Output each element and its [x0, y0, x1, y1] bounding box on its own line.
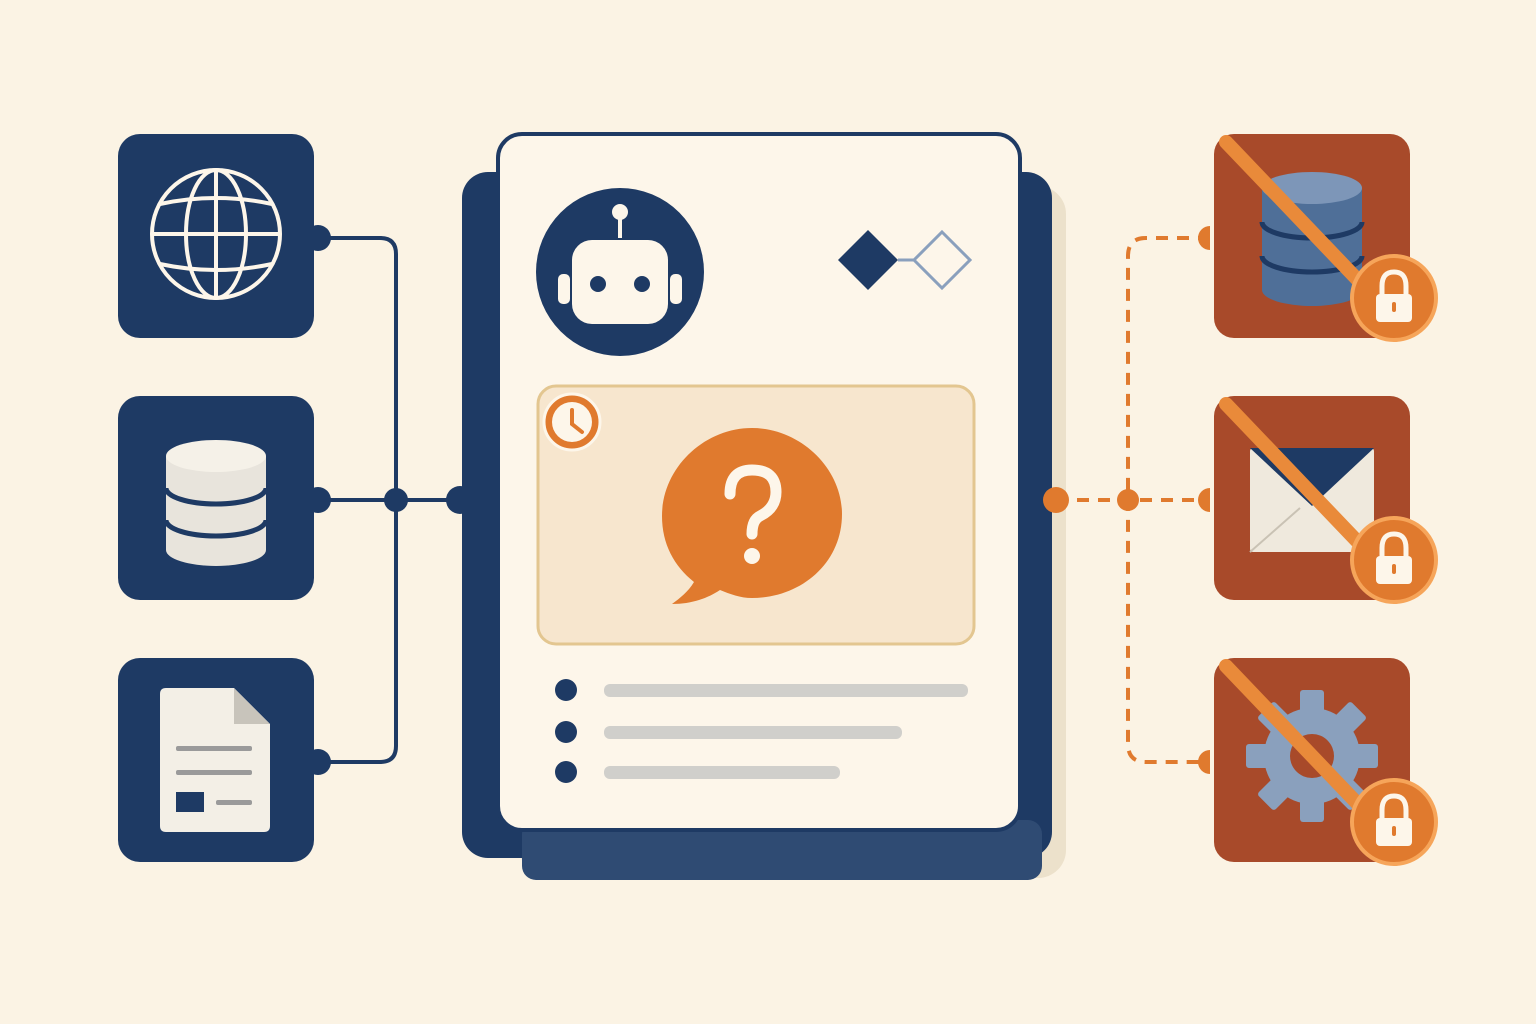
blocked-tile-mail	[1214, 396, 1438, 604]
list-item	[555, 761, 840, 783]
database-icon	[163, 440, 269, 566]
query-panel	[536, 384, 976, 646]
list-item	[555, 679, 968, 701]
clock-icon	[540, 390, 604, 454]
lock-icon	[1350, 254, 1438, 342]
source-tile-web	[118, 134, 314, 338]
lock-icon	[1350, 516, 1438, 604]
source-connector-nodes	[305, 225, 474, 775]
diamond-toggle-icon	[838, 229, 973, 291]
question-bubble-icon	[662, 428, 842, 604]
lock-icon	[1350, 778, 1438, 866]
blocked-tile-database	[1214, 134, 1438, 342]
globe-icon	[150, 168, 282, 300]
blocked-tile-settings	[1214, 658, 1438, 866]
document-icon	[160, 688, 270, 832]
list-item	[555, 721, 902, 743]
source-tile-database	[118, 396, 314, 600]
card-bottom-layer	[522, 820, 1042, 880]
database-icon	[1259, 172, 1365, 306]
result-list	[555, 679, 968, 783]
source-tile-document	[118, 658, 314, 862]
agent-card	[462, 132, 1066, 880]
blocked-connector-nodes	[1043, 226, 1210, 774]
robot-icon	[536, 188, 704, 356]
